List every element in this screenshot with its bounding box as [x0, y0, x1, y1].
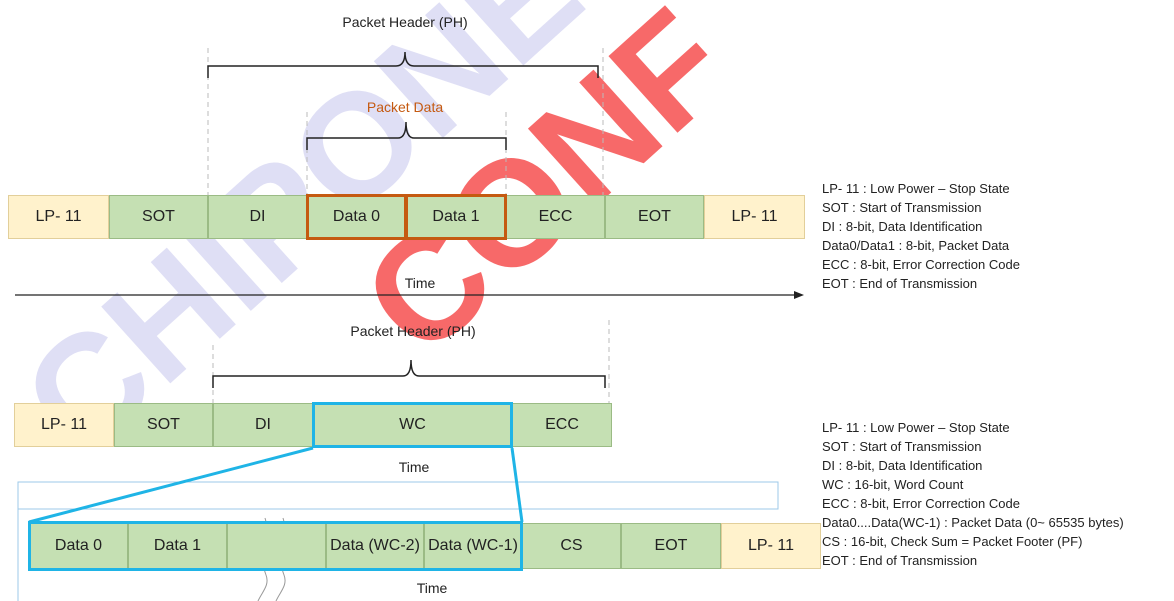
cell-sot: SOT	[114, 403, 213, 447]
legend-1-item: DI : 8-bit, Data Identification	[822, 219, 983, 234]
cell-lp11-start: LP- 11	[14, 403, 114, 447]
legend-2-item: LP- 11 : Low Power – Stop State	[822, 420, 1010, 435]
legend-1-item: SOT : Start of Transmission	[822, 200, 982, 215]
time-label-3: Time	[416, 580, 448, 596]
header-bracket-2	[212, 359, 606, 388]
cell-ecc: ECC	[512, 403, 612, 447]
packet-data-label: Packet Data	[366, 99, 444, 115]
data1-highlight	[405, 194, 507, 240]
cell-eot: EOT	[621, 523, 721, 569]
legend-1-item: LP- 11 : Low Power – Stop State	[822, 181, 1010, 196]
cell-sot: SOT	[109, 195, 208, 239]
legend-2-item: ECC : 8-bit, Error Correction Code	[822, 496, 1020, 511]
time-label-1: Time	[404, 275, 436, 291]
cell-data-wc1: Data (WC-1)	[424, 523, 522, 569]
data-bracket-1	[306, 121, 507, 150]
legend-2-item: SOT : Start of Transmission	[822, 439, 982, 454]
cell-lp11-start: LP- 11	[8, 195, 109, 239]
legend-2-item: Data0....Data(WC-1) : Packet Data (0~ 65…	[822, 515, 1124, 530]
cell-data0: Data 0	[307, 195, 406, 239]
cell-lp11-end: LP- 11	[704, 195, 805, 239]
cell-data-wc2: Data (WC-2)	[326, 523, 424, 569]
time-label-2: Time	[398, 459, 430, 475]
legend-2-item: EOT : End of Transmission	[822, 553, 978, 568]
legend-2-item: WC : 16-bit, Word Count	[822, 477, 964, 492]
cell-di: DI	[213, 403, 313, 447]
cell-lp11-end: LP- 11	[721, 523, 821, 569]
legend-1: LP- 11 : Low Power – Stop State SOT : St…	[822, 179, 1020, 293]
cell-data0: Data 0	[29, 523, 128, 569]
cell-data1: Data 1	[128, 523, 227, 569]
data0-highlight	[306, 194, 407, 240]
cell-cs: CS	[522, 523, 621, 569]
legend-2-item: DI : 8-bit, Data Identification	[822, 458, 983, 473]
cell-ecc: ECC	[506, 195, 605, 239]
wc-highlight	[312, 402, 513, 448]
packet-header-label-2: Packet Header (PH)	[350, 323, 476, 339]
header-bracket-1	[207, 51, 599, 78]
legend-1-item: EOT : End of Transmission	[822, 276, 978, 291]
legend-2-item: CS : 16-bit, Check Sum = Packet Footer (…	[822, 534, 1083, 549]
cell-eot: EOT	[605, 195, 704, 239]
cell-wc: WC	[313, 403, 512, 447]
data-range-highlight	[28, 521, 523, 571]
legend-2: LP- 11 : Low Power – Stop State SOT : St…	[822, 418, 1124, 570]
legend-1-item: ECC : 8-bit, Error Correction Code	[822, 257, 1020, 272]
packet-header-label-1: Packet Header (PH)	[342, 14, 468, 30]
legend-1-item: Data0/Data1 : 8-bit, Packet Data	[822, 238, 1010, 253]
cell-di: DI	[208, 195, 307, 239]
